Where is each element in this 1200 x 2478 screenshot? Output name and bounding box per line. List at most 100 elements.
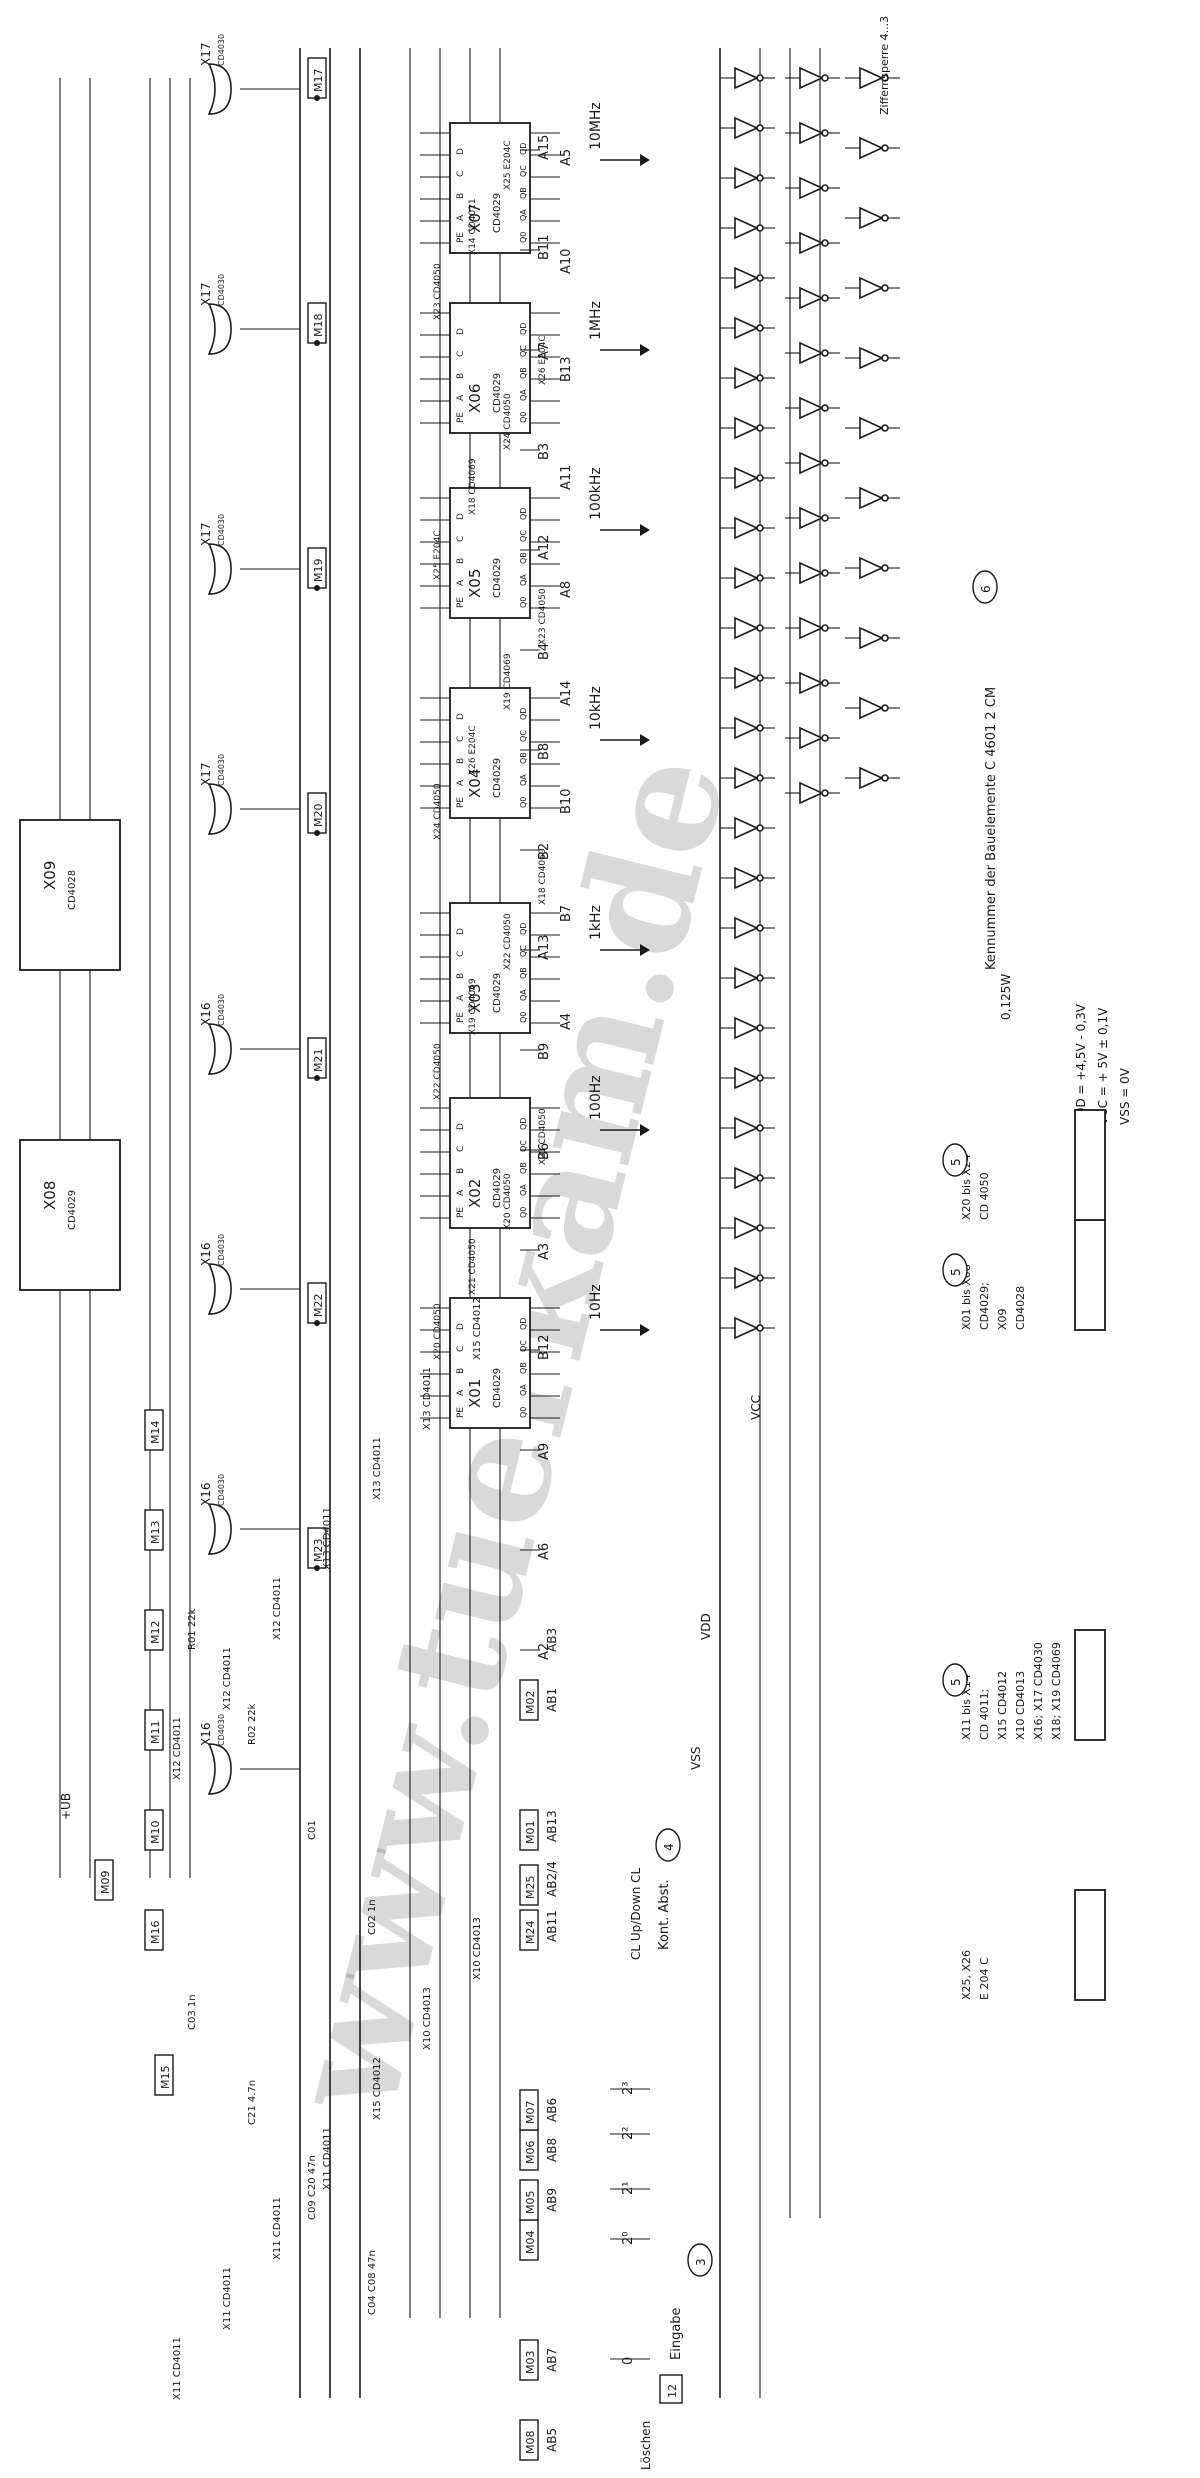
buffer-gate-body xyxy=(734,916,759,940)
marker-tag-box xyxy=(144,1909,164,1951)
pin-label: QB xyxy=(519,187,528,199)
marker-tag-box xyxy=(144,1509,164,1551)
marker-tag-label: M15 xyxy=(159,2066,172,2090)
buffer-gate-bubble xyxy=(756,1174,764,1182)
buffer-gate-body xyxy=(859,276,884,300)
output-label: B8 xyxy=(537,743,552,760)
bit-weight-label: 2⁰ xyxy=(621,2232,636,2245)
pin-label: QB xyxy=(519,367,528,379)
buffer-gate xyxy=(845,416,900,440)
marker-tag-m04: M04 xyxy=(519,2219,539,2261)
buffer-gate-bubble xyxy=(756,724,764,732)
output-label: A15 xyxy=(537,135,552,160)
section-eingabe-num: 3 xyxy=(694,2258,708,2266)
exor-gate-id: X17 xyxy=(199,283,213,307)
output-label: A12 xyxy=(537,535,552,560)
buffer-gate-body xyxy=(799,451,824,475)
marker-tag-label: M02 xyxy=(524,1691,537,1715)
buffer-gate-body xyxy=(859,346,884,370)
buffer-gate xyxy=(845,766,900,790)
gate-label: X12 CD4011 xyxy=(172,1717,183,1780)
buffer-label: X24 CD4050 xyxy=(433,783,443,840)
buffer-gate-bubble xyxy=(756,974,764,982)
section-loeschen-badge xyxy=(659,2374,683,2404)
marker-tag-label: M09 xyxy=(99,1871,112,1895)
bottom-pin-label: AB13 xyxy=(545,1810,559,1842)
exor-gate-type: CD4030 xyxy=(217,514,226,546)
buffer-gate xyxy=(720,216,775,240)
chip-id: X09 xyxy=(41,861,59,890)
marker-tag-m09: M09 xyxy=(94,1859,114,1901)
pin-label: A xyxy=(456,579,466,586)
output-label: A8 xyxy=(559,581,574,598)
buffer-gate-body xyxy=(859,766,884,790)
section-loeschen: Löschen xyxy=(639,2421,653,2470)
pin-label: PE xyxy=(456,1012,466,1023)
buffer-gate-body xyxy=(734,66,759,90)
output-label: A14 xyxy=(559,681,574,706)
buffer-gate-body xyxy=(734,466,759,490)
buffer-gate xyxy=(720,1166,775,1190)
legend-text: X25, X26 xyxy=(960,1950,973,2000)
buffer-gate xyxy=(785,66,840,90)
counter-chip-id: X06 xyxy=(466,384,484,413)
buffer-gate xyxy=(785,616,840,640)
buffer-gate xyxy=(720,1066,775,1090)
buffer-gate-body xyxy=(734,1116,759,1140)
legend-pin-box xyxy=(1074,1109,1106,1221)
pin-label: QD xyxy=(519,508,528,520)
bottom-pin-label: AB8 xyxy=(545,2138,559,2162)
buffer-gate-bubble xyxy=(821,129,829,137)
buffer-gate xyxy=(720,116,775,140)
power-label: +UB xyxy=(59,1793,73,1820)
exor-gate-body xyxy=(207,783,232,835)
counter-chip-body xyxy=(449,687,531,819)
pin-label: Q0 xyxy=(519,597,528,608)
bottom-pin-label: AB3 xyxy=(545,1628,559,1652)
buffer-gate xyxy=(720,1216,775,1240)
buffer-gate-bubble xyxy=(756,74,764,82)
output-label: A11 xyxy=(559,465,574,490)
pin-label: C xyxy=(456,951,466,957)
pin-label: A xyxy=(456,779,466,786)
buffer-gate-body xyxy=(799,396,824,420)
buffer-gate xyxy=(785,176,840,200)
gate-label: X10 CD4013 xyxy=(472,1917,483,1980)
marker-tag-m16: M16 xyxy=(144,1909,164,1951)
gate-label: X11 CD4011 xyxy=(322,2127,333,2190)
buffer-gate-bubble xyxy=(821,624,829,632)
bottom-pin-label: AB5 xyxy=(545,2428,559,2452)
marker-tag-m10: M10 xyxy=(144,1809,164,1851)
section-updown: CL Up/Down CL xyxy=(629,1867,643,1960)
marker-tag-label: M10 xyxy=(149,1821,162,1845)
buffer-gate xyxy=(720,1266,775,1290)
buffer-gate-body xyxy=(799,121,824,145)
pin-label: D xyxy=(456,713,466,720)
exor-gate-type: CD4030 xyxy=(217,754,226,786)
buffer-gate-bubble xyxy=(881,284,889,292)
buffer-gate xyxy=(845,136,900,160)
buffer-label: X22 CD4050 xyxy=(503,913,513,970)
buffer-gate-bubble xyxy=(821,349,829,357)
pin-label: D xyxy=(456,1123,466,1130)
marker-tag-label: M14 xyxy=(149,1421,162,1445)
buffer-gate-body xyxy=(734,966,759,990)
buffer-gate-bubble xyxy=(756,224,764,232)
buffer-gate xyxy=(785,231,840,255)
output-label: A13 xyxy=(537,935,552,960)
exor-gate-type: CD4030 xyxy=(217,994,226,1026)
marker-tag-box xyxy=(519,2089,539,2131)
exor-gate-type: CD4030 xyxy=(217,1234,226,1266)
marker-tag-label: M11 xyxy=(149,1721,162,1745)
buffer-gate-body xyxy=(799,506,824,530)
pin-label: QC xyxy=(519,1140,528,1152)
pin-label: QA xyxy=(519,1384,528,1396)
marker-tag-m20: M20 xyxy=(307,792,327,836)
frequency-label: 10Hz xyxy=(588,1284,604,1320)
pin-label: QC xyxy=(519,345,528,357)
arrow-head xyxy=(640,734,650,746)
buffer-gate xyxy=(720,516,775,540)
buffer-gate-bubble xyxy=(756,374,764,382)
section-bauelemente-badge xyxy=(972,570,998,604)
